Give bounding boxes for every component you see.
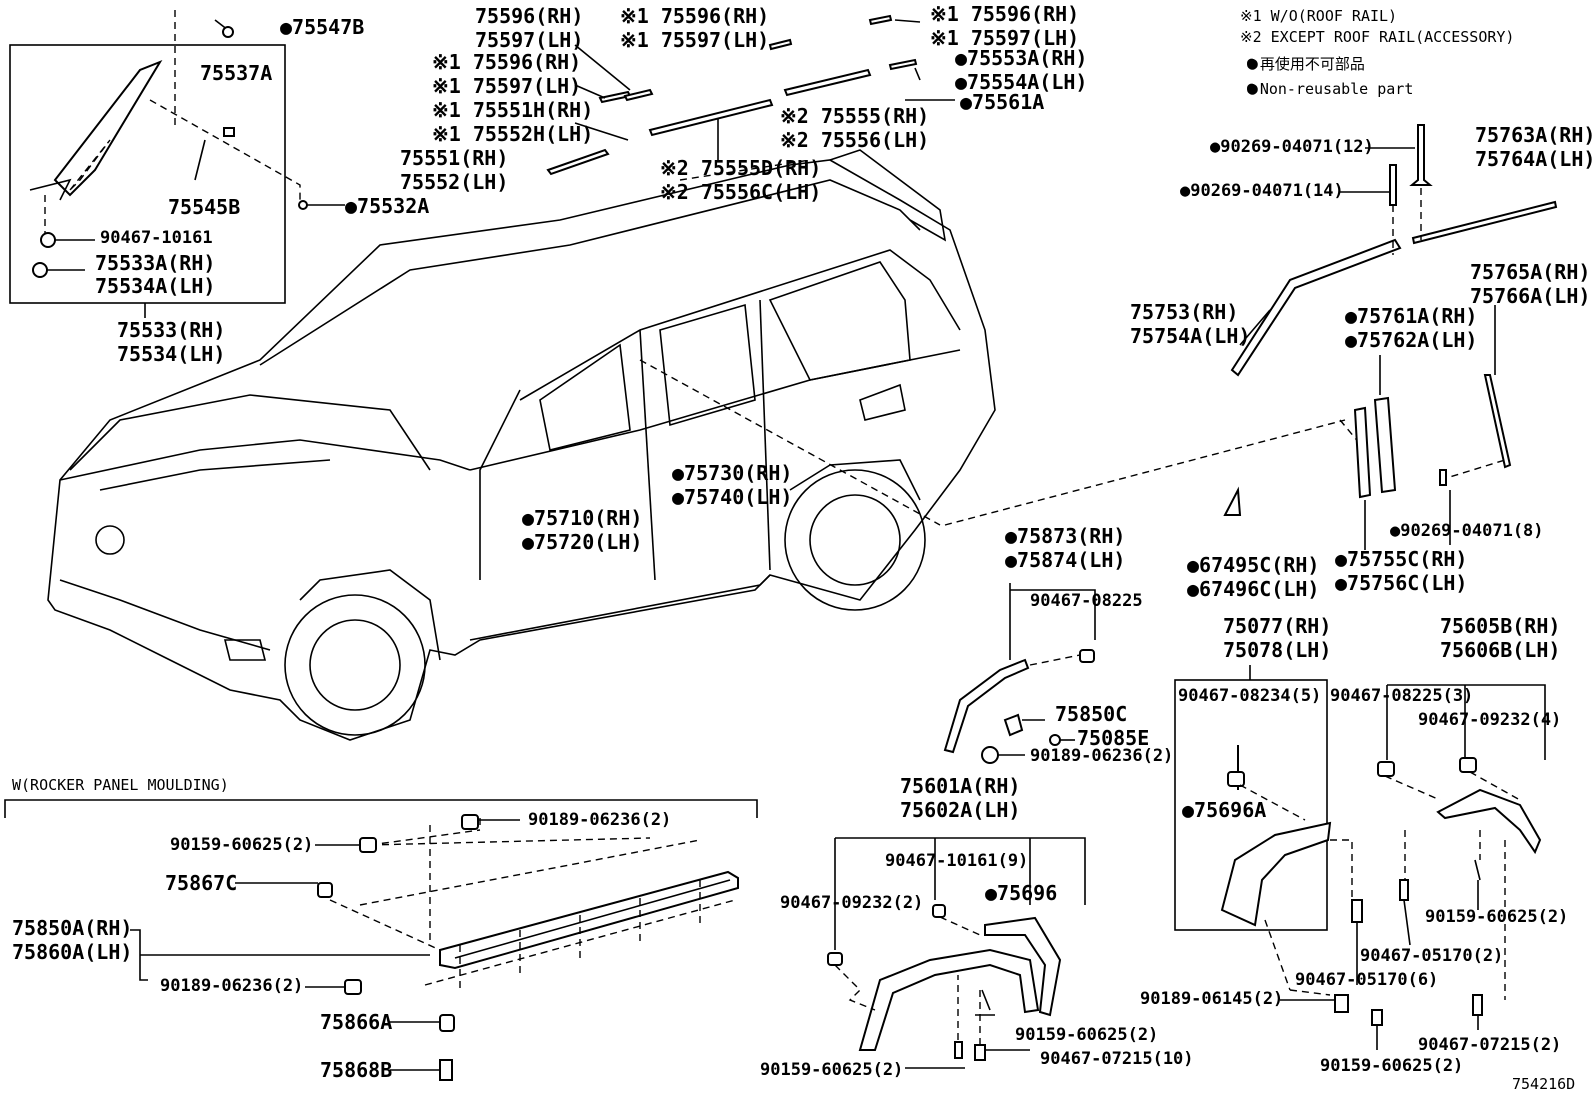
label-75766A: 75766A(LH)	[1470, 284, 1591, 308]
label-90189-06236-b: 90189-06236(2)	[528, 810, 672, 830]
label-x2-75555D: ※2 75555D(RH)	[660, 156, 822, 180]
label-75754A: 75754A(LH)	[1130, 324, 1251, 348]
label-75554A: ●75554A(LH)	[955, 70, 1088, 94]
label-x1-75597-a: ※1 75597(LH)	[620, 28, 770, 52]
label-75765A: 75765A(RH)	[1470, 260, 1591, 284]
label-75532A: ●75532A	[345, 194, 430, 218]
label-75874: ●75874(LH)	[1005, 548, 1126, 572]
label-75720: ●75720(LH)	[522, 530, 643, 554]
label-75537A: 75537A	[200, 61, 273, 85]
label-75868B: 75868B	[320, 1058, 393, 1082]
label-90467-09232-b: 90467-09232(2)	[780, 893, 924, 913]
label-75696: ●75696	[985, 881, 1058, 905]
inset-box-75533	[9, 44, 286, 304]
label-90467-07215-b: 90467-07215(2)	[1418, 1035, 1562, 1055]
label-90159-60625-b: 90159-60625(2)	[1015, 1025, 1159, 1045]
label-75606B: 75606B(LH)	[1440, 638, 1561, 662]
label-75850A: 75850A(RH)	[12, 916, 133, 940]
label-75547B: ●75547B	[280, 15, 365, 39]
label-90467-07215-a: 90467-07215(10)	[1040, 1049, 1194, 1069]
label-75850C: 75850C	[1055, 702, 1128, 726]
label-75764A: 75764A(LH)	[1475, 147, 1592, 171]
label-90159-60625-e: 90159-60625(2)	[170, 835, 314, 855]
label-75534: 75534(LH)	[117, 342, 226, 366]
label-x1-75596-b: ※1 75596(RH)	[432, 50, 582, 74]
bullet-icon: ●	[1247, 78, 1257, 96]
label-75860A: 75860A(LH)	[12, 940, 133, 964]
note-1: ※1 W/O(ROOF RAIL)	[1240, 7, 1398, 25]
label-75085E: 75085E	[1077, 726, 1150, 750]
label-x2-75556: ※2 75556(LH)	[780, 128, 930, 152]
label-90467-10161-9: 90467-10161(9)	[885, 851, 1029, 871]
label-75755C: ●75755C(RH)	[1335, 547, 1468, 571]
label-75533A: 75533A(RH)	[95, 251, 216, 275]
label-90467-08234: 90467-08234(5)	[1178, 686, 1322, 706]
section-title-rocker: W(ROCKER PANEL MOULDING)	[12, 776, 229, 794]
label-x1-75597-c: ※1 75597(LH)	[930, 26, 1080, 50]
label-67495C: ●67495C(RH)	[1187, 553, 1320, 577]
label-75553A: ●75553A(RH)	[955, 46, 1088, 70]
pillar-garnish	[53, 59, 163, 197]
label-90269-04071-12: ●90269-04071(12)	[1210, 137, 1374, 157]
bullet-icon: ●	[1247, 53, 1257, 71]
note-jp: 再使用不可部品	[1247, 55, 1365, 73]
label-75605B: 75605B(RH)	[1440, 614, 1561, 638]
label-90269-04071-14: ●90269-04071(14)	[1180, 181, 1344, 201]
label-x1-75596-a: ※1 75596(RH)	[620, 4, 770, 28]
label-75867C: 75867C	[165, 871, 238, 895]
label-x1-75552H: ※1 75552H(LH)	[432, 122, 594, 146]
label-75077: 75077(RH)	[1223, 614, 1332, 638]
vehicle-outline	[47, 149, 996, 741]
label-75078: 75078(LH)	[1223, 638, 1332, 662]
label-75534A: 75534A(LH)	[95, 274, 216, 298]
label-75740: ●75740(LH)	[672, 485, 793, 509]
label-90467-05170-a: 90467-05170(2)	[1360, 946, 1504, 966]
label-75596: 75596(RH)	[475, 4, 584, 28]
label-75763A: 75763A(RH)	[1475, 123, 1592, 147]
label-75602A: 75602A(LH)	[900, 798, 1021, 822]
label-90159-60625-c: 90159-60625(2)	[760, 1060, 904, 1080]
label-90269-04071-8: ●90269-04071(8)	[1390, 521, 1544, 541]
label-75561A: ●75561A	[960, 90, 1045, 114]
label-90159-60625-d: 90159-60625(2)	[1320, 1056, 1464, 1076]
note-en: Non-reusable part	[1247, 80, 1414, 98]
label-90467-10161: 90467-10161	[100, 228, 213, 248]
label-75601A: 75601A(RH)	[900, 774, 1021, 798]
label-x2-75556C: ※2 75556C(LH)	[660, 180, 822, 204]
label-x1-75551H: ※1 75551H(RH)	[432, 98, 594, 122]
label-90159-60625-a: 90159-60625(2)	[1425, 907, 1569, 927]
label-90467-09232-a: 90467-09232(4)	[1418, 710, 1562, 730]
label-75753: 75753(RH)	[1130, 300, 1239, 324]
label-75761A: ●75761A(RH)	[1345, 304, 1478, 328]
label-67496C: ●67496C(LH)	[1187, 577, 1320, 601]
label-x1-75597-b: ※1 75597(LH)	[432, 74, 582, 98]
label-75533: 75533(RH)	[117, 318, 226, 342]
label-75762A: ●75762A(LH)	[1345, 328, 1478, 352]
label-75551: 75551(RH)	[400, 146, 509, 170]
label-75756C: ●75756C(LH)	[1335, 571, 1468, 595]
label-90467-08225: 90467-08225	[1030, 591, 1143, 611]
inset-box-75077	[1174, 679, 1328, 931]
figure-id: 754216D	[1512, 1075, 1576, 1093]
label-90189-06236-a: 90189-06236(2)	[1030, 746, 1174, 766]
note-2: ※2 EXCEPT ROOF RAIL(ACCESSORY)	[1240, 28, 1515, 46]
label-75710: ●75710(RH)	[522, 506, 643, 530]
label-75545B: 75545B	[168, 195, 241, 219]
label-90467-08225-b: 90467-08225(3)	[1330, 686, 1474, 706]
label-90189-06236-c: 90189-06236(2)	[160, 976, 304, 996]
label-90189-06145: 90189-06145(2)	[1140, 989, 1284, 1009]
label-75597: 75597(LH)	[475, 28, 584, 52]
label-75730: ●75730(RH)	[672, 461, 793, 485]
label-90467-05170-b: 90467-05170(6)	[1295, 970, 1439, 990]
label-75696A: ●75696A	[1182, 798, 1267, 822]
label-75873: ●75873(RH)	[1005, 524, 1126, 548]
label-75866A: 75866A	[320, 1010, 393, 1034]
label-x1-75596-c: ※1 75596(RH)	[930, 2, 1080, 26]
label-75552: 75552(LH)	[400, 170, 509, 194]
label-x2-75555: ※2 75555(RH)	[780, 104, 930, 128]
